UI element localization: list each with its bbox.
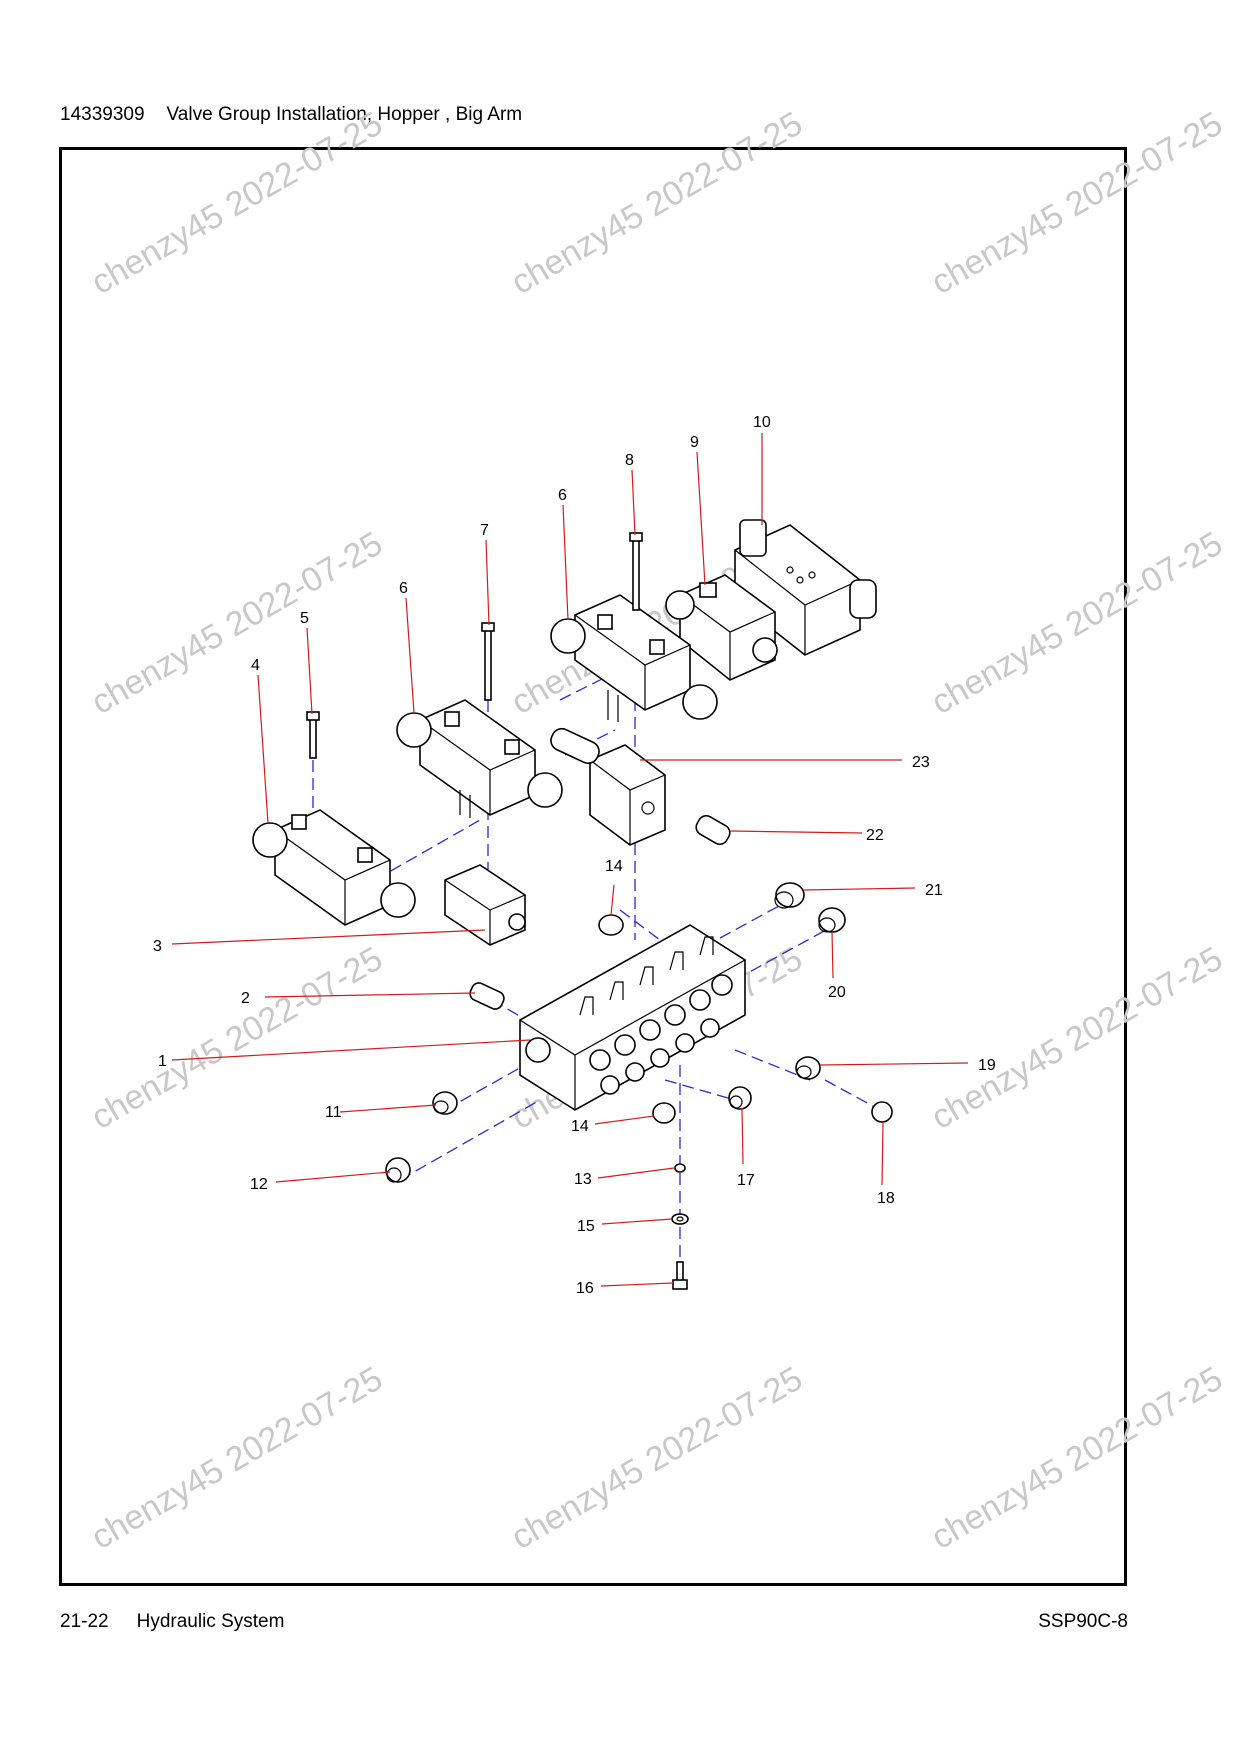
callout-2: 2 <box>241 990 250 1007</box>
part-6-lower-valve <box>396 699 563 818</box>
section-name: Hydraulic System <box>136 1611 285 1632</box>
callout-7: 7 <box>480 522 489 539</box>
callout-6b: 6 <box>558 487 567 504</box>
callout-14-upper: 14 <box>605 858 623 875</box>
callout-16: 16 <box>576 1280 594 1297</box>
callout-labels: 1 2 3 4 5 6 6 7 8 9 10 11 12 13 14 14 15… <box>153 414 996 1297</box>
page-number: 21-22 <box>60 1611 109 1632</box>
part-14-lower-plug <box>652 1102 676 1124</box>
part-4-valve <box>252 809 416 926</box>
part-9-valve <box>665 574 778 681</box>
part-14-upper-plug <box>598 914 624 936</box>
callout-12: 12 <box>250 1176 268 1193</box>
callout-14-lower: 14 <box>571 1118 589 1135</box>
callout-1: 1 <box>158 1053 167 1070</box>
part-20-fitting <box>818 907 846 933</box>
part-7-bolt <box>481 622 495 701</box>
part-number: 14339309 <box>60 104 145 125</box>
watermark: chenzy45 2022-07-25 <box>85 1360 389 1557</box>
watermark: chenzy45 2022-07-25 <box>85 105 389 302</box>
callout-20: 20 <box>828 984 846 1001</box>
diagram-frame <box>59 147 1127 1586</box>
watermark: chenzy45 2022-07-25 <box>505 1360 809 1557</box>
callout-9: 9 <box>690 434 699 451</box>
watermark: chenzy45 2022-07-25 <box>85 940 389 1137</box>
watermark: chenzy45 2022-07-25 <box>505 105 809 302</box>
part-1-manifold <box>519 924 746 1111</box>
part-13-oring <box>674 1163 686 1173</box>
callout-6a: 6 <box>399 580 408 597</box>
callout-4: 4 <box>251 657 260 674</box>
page-footer-left: 21-22 Hydraulic System <box>60 1611 312 1633</box>
watermark: chenzy45 2022-07-25 <box>85 525 389 722</box>
callout-17: 17 <box>737 1172 755 1189</box>
part-5-bolt <box>306 711 320 759</box>
watermark: chenzy45 2022-07-25 <box>925 105 1229 302</box>
part-12-fitting <box>385 1157 411 1183</box>
part-18-plug <box>871 1101 893 1123</box>
part-11-plug <box>432 1091 458 1115</box>
part-19-fitting <box>795 1056 821 1080</box>
callout-13: 13 <box>574 1171 592 1188</box>
part-17-fitting <box>728 1086 752 1110</box>
callout-23: 23 <box>912 754 930 771</box>
page-header: 14339309 Valve Group Installation, Hopper… <box>60 104 544 126</box>
callout-5: 5 <box>300 610 309 627</box>
callout-8: 8 <box>625 452 634 469</box>
model-name: SSP90C-8 <box>1038 1611 1128 1632</box>
watermark: chenzy45 2022-07-25 <box>925 940 1229 1137</box>
part-16-bolt <box>672 1261 688 1290</box>
leader-lines <box>171 433 969 1287</box>
callout-21: 21 <box>925 882 943 899</box>
part-2-fitting <box>469 982 505 1010</box>
part-23-block <box>550 727 666 846</box>
part-3-block <box>444 864 526 946</box>
callout-22: 22 <box>866 827 884 844</box>
watermark: chenzy45 2022-07-25 <box>925 525 1229 722</box>
callout-15: 15 <box>577 1218 595 1235</box>
callout-19: 19 <box>978 1057 996 1074</box>
part-22-fitting <box>695 814 731 846</box>
part-8-bolt <box>629 532 643 611</box>
callout-18: 18 <box>877 1190 895 1207</box>
watermark: chenzy45 2022-07-25 <box>925 1360 1229 1557</box>
callout-3: 3 <box>153 938 162 955</box>
part-6-upper-valve <box>550 594 718 722</box>
callout-11: 11 <box>325 1104 342 1121</box>
page-title: Valve Group Installation, Hopper , Big A… <box>166 104 523 125</box>
callout-10: 10 <box>753 414 771 431</box>
part-15-washer <box>671 1213 689 1225</box>
part-21-fitting <box>774 882 805 909</box>
